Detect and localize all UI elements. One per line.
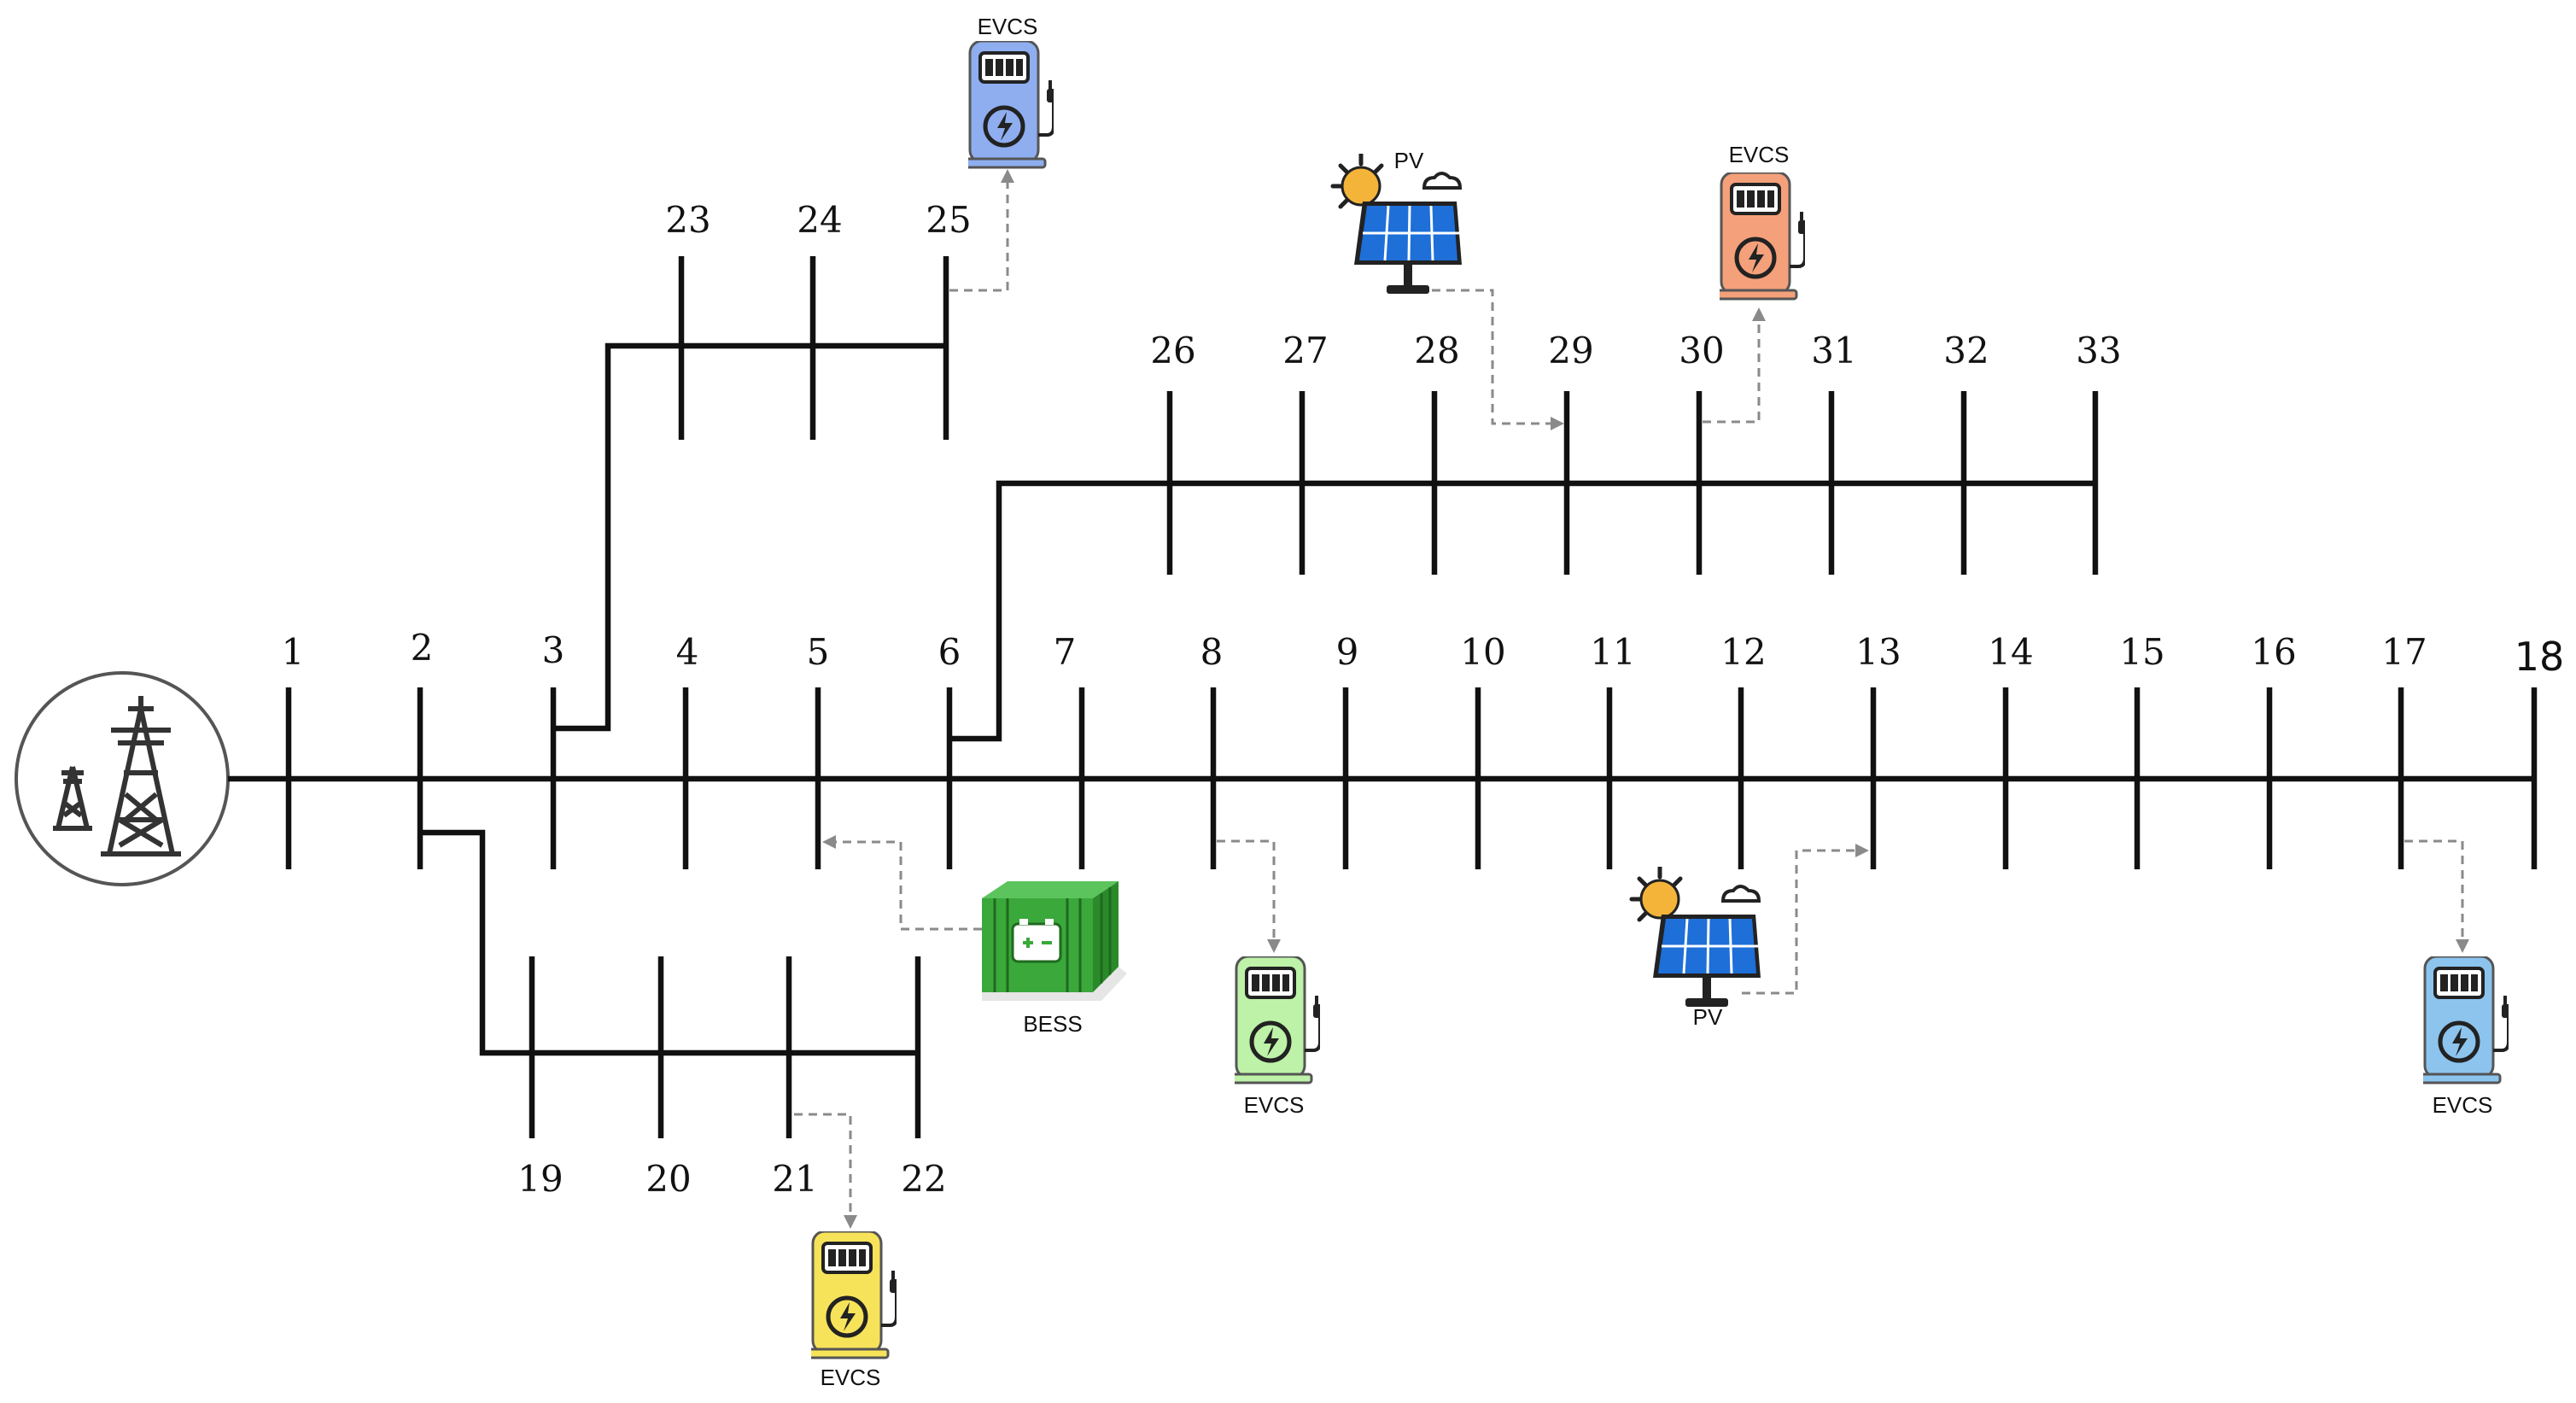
bus-label-3: 3: [542, 629, 565, 671]
devices: EVCS EVCS EVCS EVCS EVCS PV: [806, 14, 2515, 1390]
evcs-label-25: EVCS: [978, 14, 1038, 39]
bus-label-2: 2: [411, 627, 434, 669]
link-evcs-25: [949, 181, 1009, 292]
bus-label-4: 4: [676, 631, 699, 673]
bus-label-20: 20: [645, 1158, 691, 1200]
pv-label-29: PV: [1394, 148, 1424, 173]
bus-label-18: 18: [2515, 634, 2565, 680]
pv-label-13: PV: [1693, 1004, 1723, 1030]
link-evcs-17: [2404, 839, 2464, 941]
link-bess-5-arrowhead: [822, 835, 836, 849]
bus-label-16: 16: [2251, 631, 2296, 673]
link-evcs-21: [794, 1113, 852, 1217]
solar-panel-icon: [1632, 867, 1761, 1007]
bus-label-7: 7: [1054, 631, 1077, 673]
ev-charging-station-icon: [2418, 956, 2515, 1083]
transmission-tower-icon: [53, 696, 181, 856]
bus-label-8: 8: [1200, 631, 1224, 673]
evcs-bus-21: EVCS: [806, 1231, 903, 1390]
ev-charging-station-icon: [1230, 956, 1327, 1083]
ev-charging-station-icon: [963, 41, 1060, 167]
link-pv-29-arrowhead: [1551, 417, 1564, 430]
link-evcs-21-arrowhead: [844, 1215, 857, 1229]
ev-charging-station-icon: [806, 1231, 903, 1358]
ev-charging-station-icon: [1714, 172, 1812, 299]
bus-label-24: 24: [797, 199, 842, 241]
bus-label-31: 31: [1811, 330, 1856, 371]
bus-label-12: 12: [1720, 631, 1766, 673]
bus-label-32: 32: [1943, 330, 1989, 371]
link-evcs-30: [1703, 319, 1761, 424]
bus-label-14: 14: [1988, 631, 2033, 673]
bus-label-5: 5: [807, 631, 830, 673]
bus-label-30: 30: [1679, 330, 1724, 371]
pv-bus-13: PV: [1632, 867, 1761, 1030]
lateral-6-26: [949, 480, 2095, 742]
bus-label-29: 29: [1548, 330, 1593, 371]
bus-label-22: 22: [901, 1158, 946, 1200]
bus-label-19: 19: [517, 1158, 563, 1200]
bus-label-15: 15: [2119, 631, 2164, 673]
feeder-lines: [228, 342, 2534, 1056]
link-evcs-30-arrowhead: [1752, 307, 1766, 321]
pv-bus-29: PV: [1333, 148, 1462, 294]
link-bess-5: [835, 840, 982, 931]
evcs-bus-8: EVCS: [1230, 956, 1327, 1118]
bess-bus-5: BESS: [982, 881, 1127, 1037]
bus-label-21: 21: [772, 1158, 817, 1200]
lateral-2-19: [420, 829, 918, 1056]
evcs-label-8: EVCS: [1244, 1092, 1305, 1118]
lateral-3-23: [553, 342, 946, 732]
bus-label-13: 13: [1855, 631, 1901, 673]
link-evcs-8: [1217, 839, 1276, 941]
link-pv-13-arrowhead: [1855, 844, 1869, 857]
bus-label-25: 25: [926, 199, 971, 241]
device-links: [794, 169, 2469, 1229]
bus-label-26: 26: [1150, 330, 1195, 371]
bus-label-23: 23: [665, 199, 710, 241]
bus-label-9: 9: [1336, 631, 1359, 673]
bus-label-28: 28: [1414, 330, 1459, 371]
bus-label-6: 6: [938, 631, 961, 673]
evcs-label-17: EVCS: [2433, 1092, 2493, 1118]
evcs-label-30: EVCS: [1729, 142, 1790, 167]
link-evcs-17-arrowhead: [2456, 939, 2469, 953]
bus-label-27: 27: [1282, 330, 1328, 371]
link-pv-29: [1417, 289, 1552, 425]
bus-label-1: 1: [282, 631, 305, 673]
solar-panel-icon: [1333, 154, 1462, 294]
link-evcs-25-arrowhead: [1001, 169, 1014, 183]
evcs-bus-25: EVCS: [963, 14, 1060, 167]
bus-labels: 1 2 3 4 5 6 7 8 9 10 11 12 13 14 15 16 1…: [282, 199, 2565, 1200]
bus-bars: [285, 256, 2538, 1138]
bus-label-10: 10: [1460, 631, 1505, 673]
bus-label-17: 17: [2381, 631, 2427, 673]
bess-label-5: BESS: [1023, 1011, 1082, 1037]
link-evcs-8-arrowhead: [1267, 939, 1281, 953]
evcs-bus-17: EVCS: [2418, 956, 2515, 1118]
substation: [15, 671, 230, 886]
battery-storage-icon: [982, 881, 1127, 1001]
bus-label-11: 11: [1590, 631, 1635, 673]
bus-label-33: 33: [2076, 330, 2121, 371]
evcs-bus-30: EVCS: [1714, 142, 1812, 299]
evcs-label-21: EVCS: [821, 1365, 881, 1390]
